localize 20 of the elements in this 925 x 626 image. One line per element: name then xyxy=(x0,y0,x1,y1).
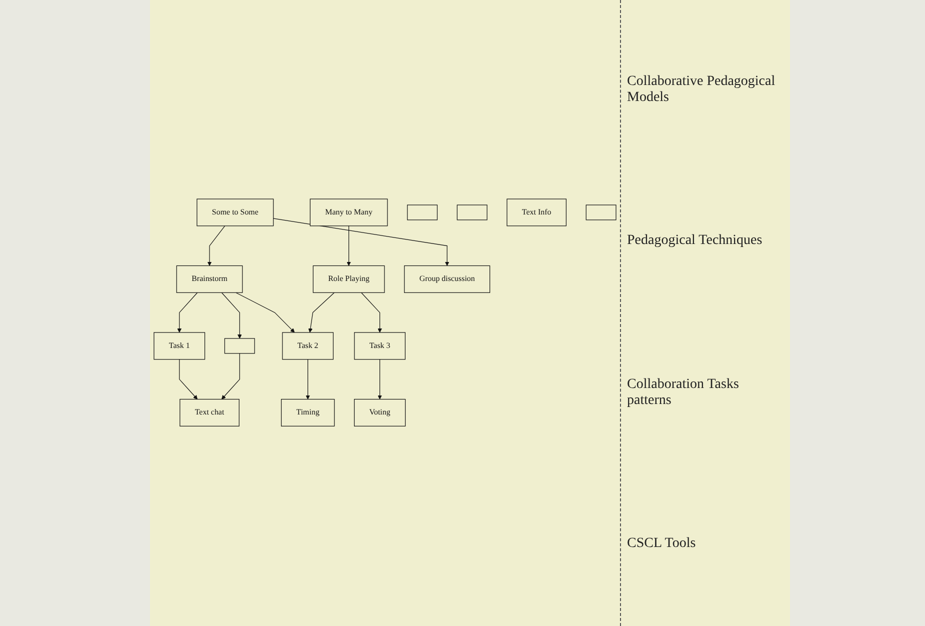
node-box xyxy=(407,205,438,221)
layer-label: Collaboration Tasks patterns xyxy=(627,376,740,409)
arrow xyxy=(273,218,450,266)
arrow xyxy=(221,354,240,400)
arrow xyxy=(221,292,242,340)
node-box xyxy=(456,205,488,221)
arrow xyxy=(378,360,382,400)
layer-label: Pedagogical Techniques xyxy=(627,233,764,250)
arrow xyxy=(236,292,295,334)
layer-label: CSCL Tools xyxy=(627,536,697,552)
arrow xyxy=(308,292,335,334)
arrow xyxy=(361,292,382,334)
arrow xyxy=(177,292,198,334)
node-box xyxy=(586,205,616,221)
layer-label: Collaborative Pedagogical Models xyxy=(627,74,776,106)
arrow xyxy=(179,360,198,400)
arrow xyxy=(346,226,351,266)
arrow xyxy=(207,226,226,266)
arrow xyxy=(306,360,310,400)
node-box xyxy=(224,338,255,354)
